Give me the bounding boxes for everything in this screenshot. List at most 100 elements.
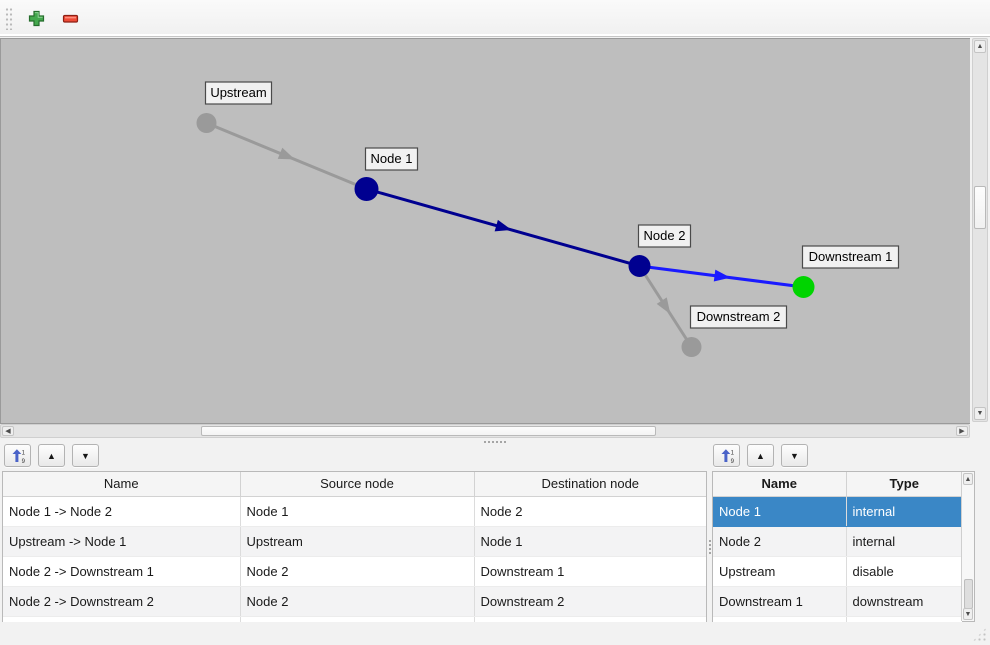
sort-ascending-icon: 1 9 [12, 448, 25, 464]
graph-node-downstream1[interactable] [792, 276, 815, 298]
splitter-handle-icon [707, 538, 712, 555]
node-label-box[interactable] [637, 224, 692, 248]
nodes-panel-toolbar: 1 9 ▲ ▼ [713, 444, 808, 467]
edges-move-down-button[interactable]: ▼ [72, 444, 99, 467]
svg-text:1: 1 [21, 450, 25, 456]
horizontal-splitter[interactable] [0, 438, 990, 445]
table-cell: Upstream [713, 556, 847, 587]
move-up-icon: ▲ [756, 450, 765, 461]
nodes-table-scrollbar[interactable]: ▲ ▼ [961, 472, 974, 621]
graph-node-node1[interactable] [354, 177, 379, 201]
node-label: Upstream [210, 85, 266, 100]
toolbar-drag-handle[interactable] [4, 6, 13, 30]
table-cell: Node 2 [240, 556, 475, 587]
table-cell: Upstream [240, 526, 475, 557]
vertical-scroll-thumb[interactable] [974, 186, 986, 229]
graph-node-node2[interactable] [628, 255, 651, 277]
column-header[interactable]: Name [713, 472, 847, 497]
panel-splitter[interactable] [707, 471, 712, 622]
nodes-sort-button[interactable]: 1 9 [713, 444, 740, 467]
table-cell [474, 616, 706, 622]
table-cell: disable [846, 556, 962, 587]
edges-move-up-button[interactable]: ▲ [38, 444, 65, 467]
table-scroll-thumb[interactable] [964, 579, 973, 609]
node-label-box[interactable] [801, 245, 900, 269]
table-cell [846, 616, 962, 622]
table-cell: Node 2 [474, 496, 706, 527]
scroll-left-icon[interactable]: ◀ [2, 426, 14, 436]
node-label: Downstream 1 [809, 249, 893, 264]
svg-text:9: 9 [21, 459, 25, 464]
column-header[interactable]: Source node [239, 472, 475, 497]
canvas-vertical-scrollbar[interactable]: ▲ ▼ [972, 38, 988, 422]
column-header[interactable]: Name [3, 472, 241, 497]
edge-arrow-icon [656, 297, 671, 315]
table-cell: Downstream 2 [474, 586, 706, 617]
column-header[interactable]: Destination node [473, 472, 706, 497]
node-label-box[interactable] [364, 147, 419, 171]
add-button[interactable] [21, 4, 51, 32]
table-cell [240, 616, 475, 622]
scroll-up-icon[interactable]: ▲ [974, 40, 986, 53]
splitter-handle-icon [483, 439, 507, 444]
nodes-move-down-button[interactable]: ▼ [781, 444, 808, 467]
table-cell [3, 616, 241, 622]
table-cell: Downstream 1 [474, 556, 706, 587]
graph-node-downstream2[interactable] [681, 337, 702, 357]
node-label-box[interactable] [689, 305, 788, 329]
svg-text:9: 9 [730, 459, 734, 464]
table-cell: Node 2 -> Downstream 1 [3, 556, 241, 587]
edge-arrow-icon [277, 147, 295, 160]
edges-sort-button[interactable]: 1 9 [4, 444, 31, 467]
move-up-icon: ▲ [47, 450, 56, 461]
sort-ascending-icon: 1 9 [721, 448, 734, 464]
svg-text:1: 1 [730, 450, 734, 456]
move-down-icon: ▼ [81, 450, 90, 461]
empty-row [713, 616, 962, 622]
table-cell: downstream [846, 586, 962, 617]
table-cell: Upstream -> Node 1 [3, 526, 241, 557]
move-down-icon: ▼ [790, 450, 799, 461]
table-cell: Node 1 [474, 526, 706, 557]
scroll-right-icon[interactable]: ▶ [956, 426, 968, 436]
table-cell: Node 1 -> Node 2 [3, 496, 241, 527]
scroll-down-icon[interactable]: ▼ [963, 608, 973, 620]
scroll-up-icon[interactable]: ▲ [963, 473, 973, 485]
remove-button[interactable] [55, 4, 85, 32]
plus-icon [28, 10, 44, 26]
node-label-box[interactable] [204, 81, 273, 105]
main-toolbar [0, 0, 990, 37]
nodes-move-up-button[interactable]: ▲ [747, 444, 774, 467]
table-cell: Node 1 [713, 496, 847, 527]
table-cell: internal [846, 496, 962, 527]
table-cell [713, 616, 847, 622]
column-header[interactable]: Type [845, 472, 962, 497]
window-resize-grip[interactable] [972, 627, 987, 642]
node-label: Downstream 2 [697, 309, 781, 324]
node-label: Node 1 [371, 151, 413, 166]
scroll-down-icon[interactable]: ▼ [974, 407, 986, 420]
canvas-horizontal-scrollbar[interactable]: ◀ ▶ [0, 424, 970, 438]
table-cell: Node 2 [240, 586, 475, 617]
horizontal-scroll-thumb[interactable] [201, 426, 656, 436]
table-cell: internal [846, 526, 962, 557]
minus-icon [62, 14, 78, 23]
edge-arrow-icon [494, 219, 512, 232]
graph-node-upstream[interactable] [196, 113, 217, 133]
